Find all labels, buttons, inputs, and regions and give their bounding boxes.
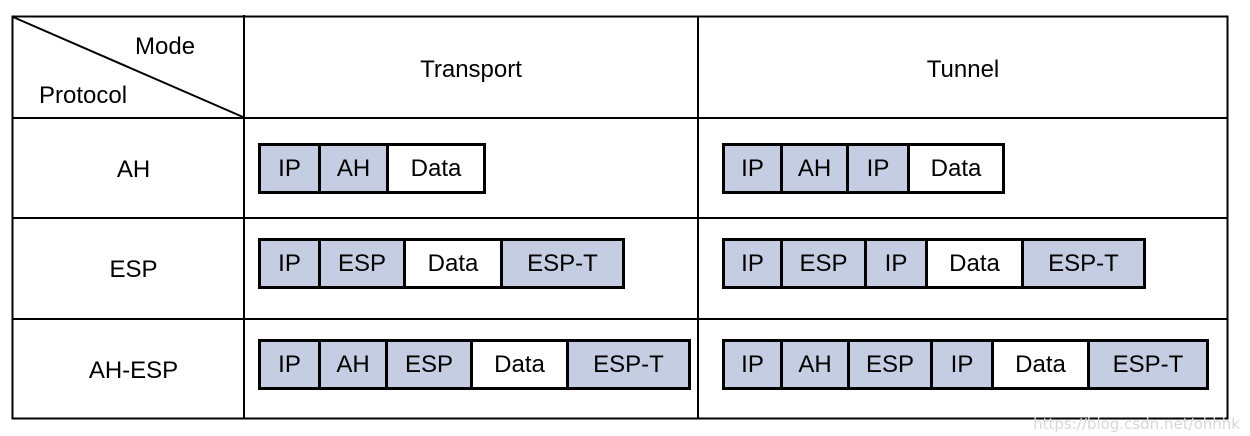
- segment-ip: IP: [867, 241, 928, 286]
- segment-ah: AH: [321, 342, 388, 387]
- segment-data: Data: [910, 146, 1002, 191]
- column-header-tunnel: Tunnel: [926, 56, 1000, 83]
- segment-ip: IP: [261, 241, 321, 286]
- segment-ip: IP: [849, 146, 910, 191]
- segment-ah: AH: [321, 146, 389, 191]
- corner-protocol-label: Protocol: [39, 82, 128, 109]
- row-label-ah: AH: [116, 156, 151, 183]
- segment-data: Data: [928, 241, 1024, 286]
- segment-ip: IP: [261, 342, 321, 387]
- segment-ip: IP: [725, 241, 783, 286]
- segment-esp-t: ESP-T: [503, 241, 622, 286]
- segment-data: Data: [994, 342, 1090, 387]
- segment-ah: AH: [783, 342, 850, 387]
- row-label-esp: ESP: [109, 256, 158, 283]
- segment-esp: ESP: [850, 342, 933, 387]
- segment-ip: IP: [725, 146, 783, 191]
- watermark: https://blog.csdn.net/ohhhk: [1033, 415, 1240, 433]
- segment-ip: IP: [725, 342, 783, 387]
- segment-ip: IP: [261, 146, 321, 191]
- column-header-transport: Transport: [420, 56, 522, 83]
- segment-data: Data: [406, 241, 503, 286]
- segment-ah: AH: [783, 146, 849, 191]
- row-label-ah-esp: AH-ESP: [88, 357, 179, 384]
- segment-esp-t: ESP-T: [569, 342, 688, 387]
- corner-mode-label: Mode: [135, 33, 196, 60]
- segment-esp: ESP: [321, 241, 406, 286]
- segment-data: Data: [389, 146, 483, 191]
- segment-esp-t: ESP-T: [1024, 241, 1143, 286]
- segment-esp: ESP: [783, 241, 867, 286]
- corner-diagonal: [12, 16, 244, 118]
- segment-esp: ESP: [388, 342, 473, 387]
- segment-esp-t: ESP-T: [1090, 342, 1206, 387]
- segment-data: Data: [473, 342, 569, 387]
- segment-ip: IP: [933, 342, 994, 387]
